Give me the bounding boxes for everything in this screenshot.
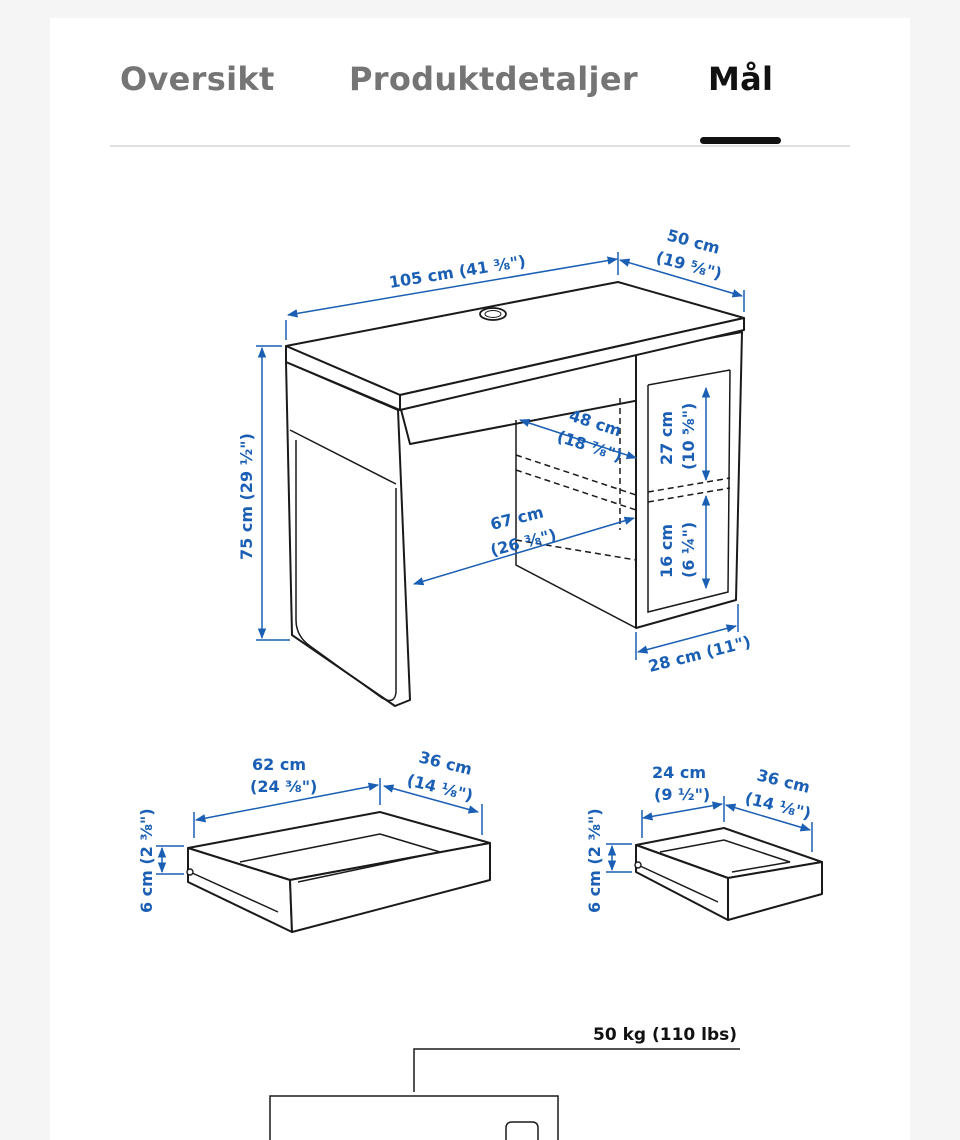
large-drawer-illustration (186, 811, 491, 933)
small-drawer-illustration (634, 827, 823, 921)
tab-produktdetaljer[interactable]: Produktdetaljer (349, 60, 638, 98)
large-drawer-dimension-lines (156, 778, 483, 875)
shelf-upper-cm-label: 27 cm (657, 411, 676, 465)
shelf-lower-in-label: (6 ¼") (679, 522, 698, 578)
large-drawer-width-in: (24 ⅜") (250, 777, 317, 796)
load-capacity-illustration: 50 kg (110 lbs) (269, 1025, 740, 1140)
small-drawer-width-cm: 24 cm (652, 763, 706, 782)
small-drawer-width-in: (9 ½") (654, 785, 710, 804)
desk-height-label: 75 cm (29 ½") (237, 433, 256, 560)
small-drawer-dimension-lines (606, 796, 813, 873)
large-drawer-height: 6 cm (2 ⅜") (137, 808, 156, 913)
load-capacity-label: 50 kg (110 lbs) (593, 1025, 737, 1045)
desk-illustration (285, 281, 745, 707)
tab-mal[interactable]: Mål (708, 60, 774, 98)
tab-oversikt[interactable]: Oversikt (120, 60, 275, 98)
active-tab-indicator (700, 137, 781, 144)
cabinet-width-label: 28 cm (11") (646, 632, 752, 676)
shelf-upper-in-label: (10 ⅝") (679, 403, 698, 470)
small-drawer-height: 6 cm (2 ⅜") (585, 808, 604, 913)
shelf-lower-cm-label: 16 cm (657, 524, 676, 578)
tab-bar-divider (110, 145, 850, 147)
large-drawer-width-cm: 62 cm (252, 755, 306, 774)
desk-dimension-lines (256, 252, 745, 660)
